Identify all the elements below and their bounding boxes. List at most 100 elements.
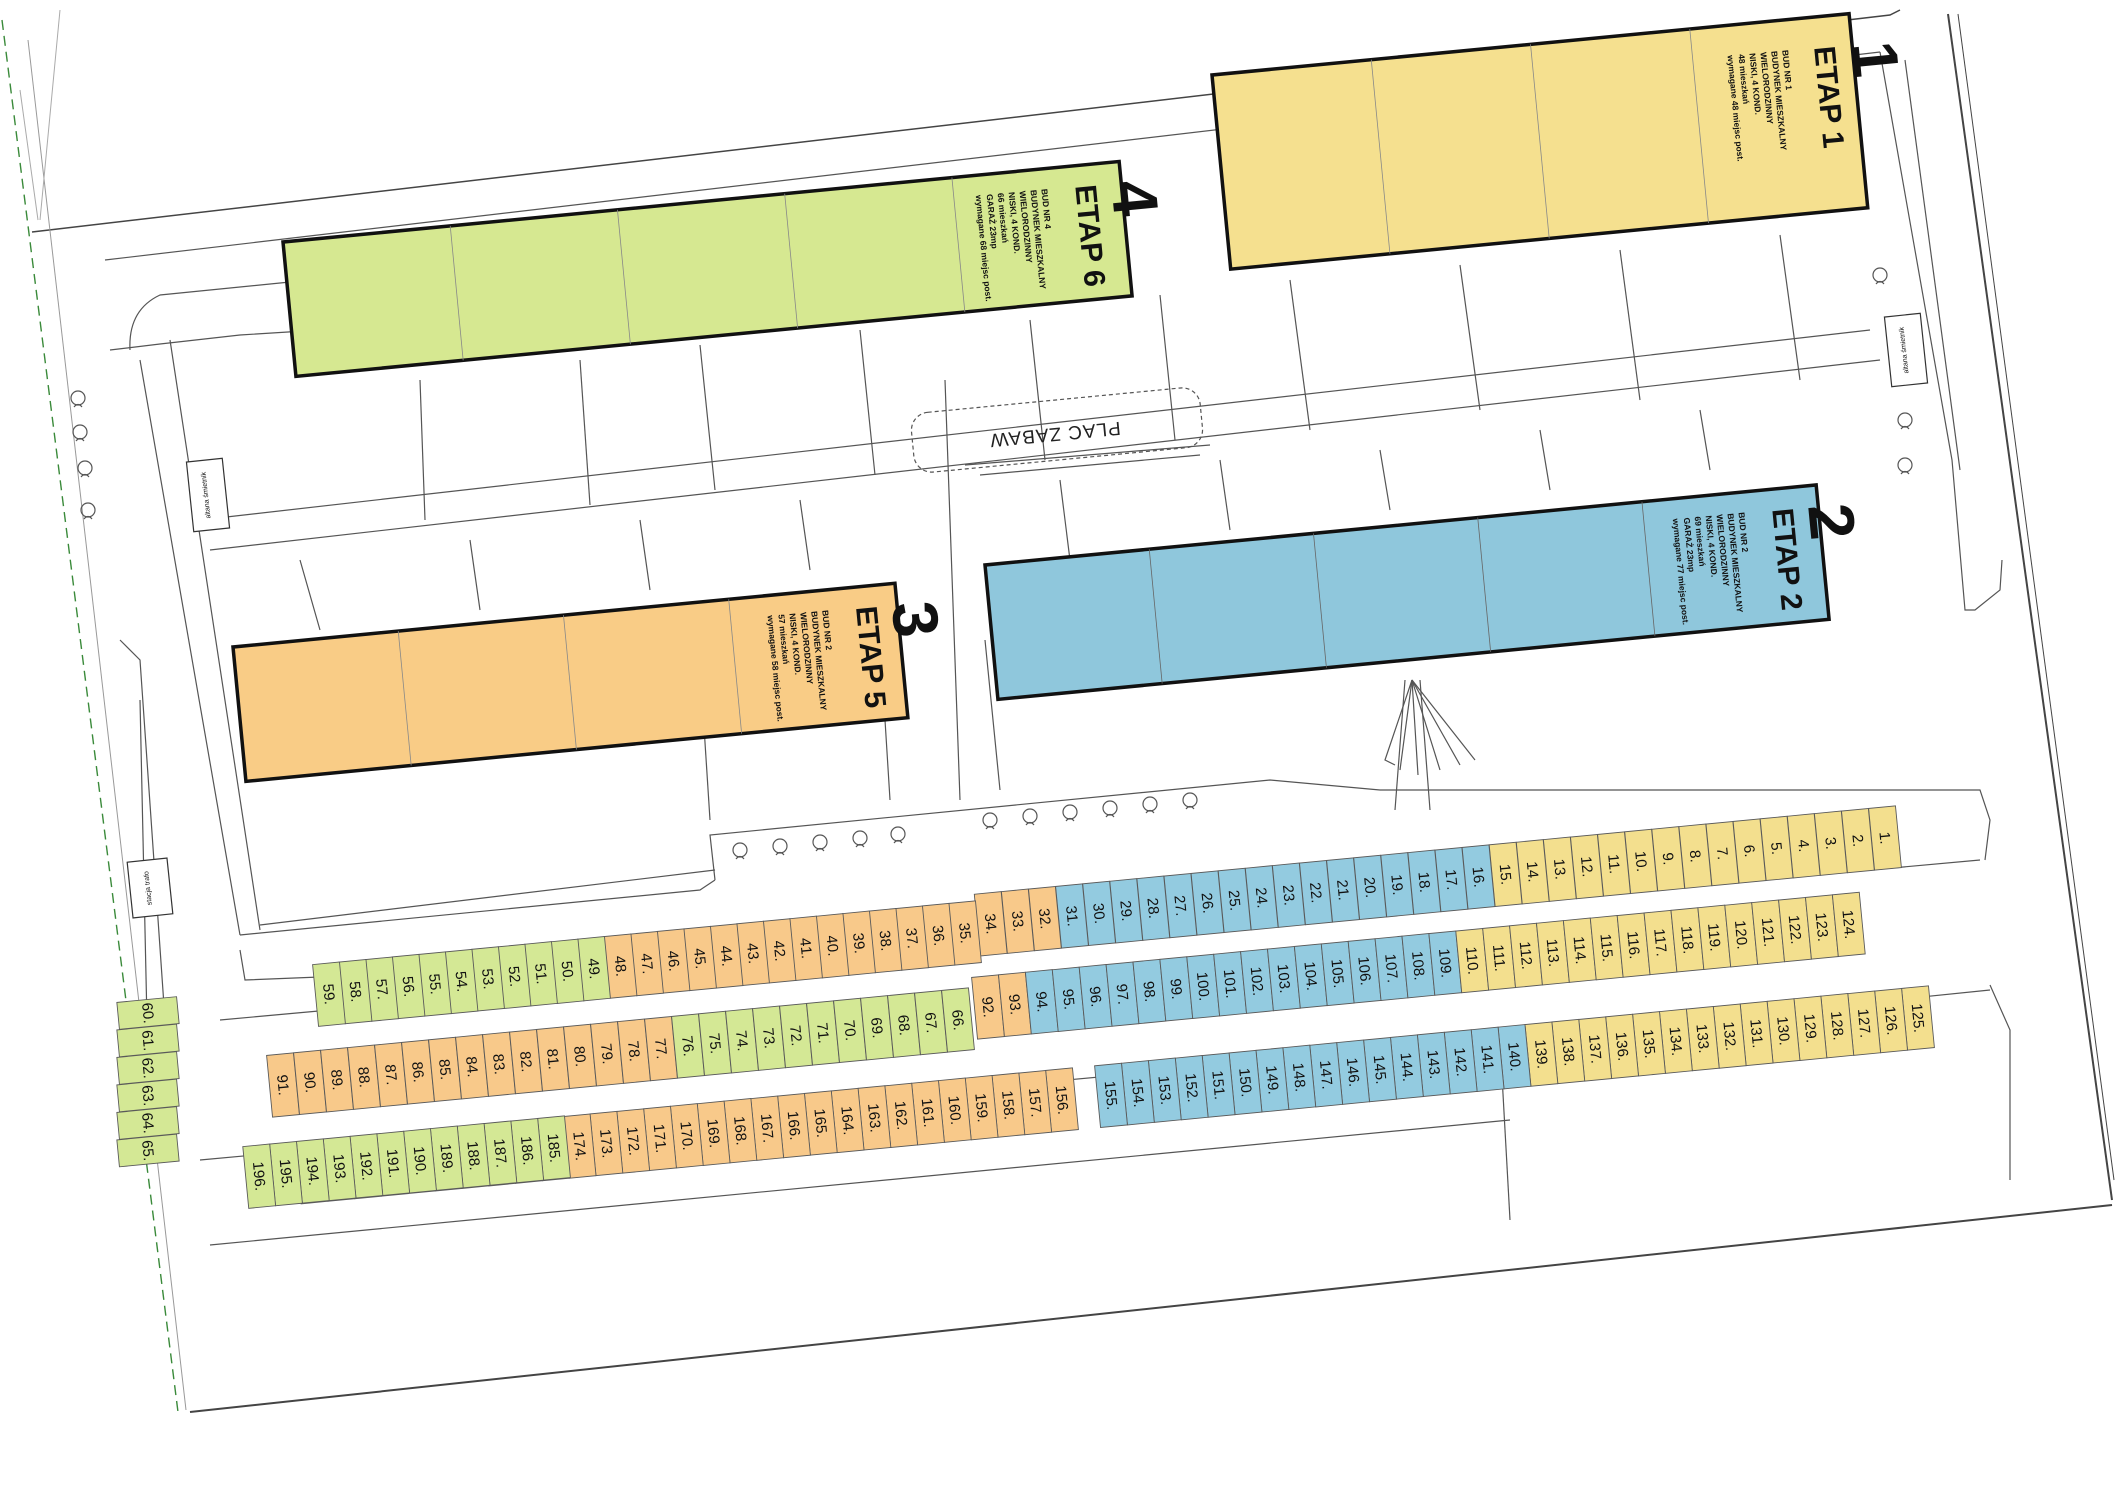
parking-space: 58.	[338, 958, 373, 1025]
parking-space-number: 110.	[1462, 946, 1482, 976]
tree-icon	[70, 390, 86, 408]
parking-space: 167.	[750, 1095, 785, 1161]
parking-space-number: 124.	[1838, 909, 1858, 940]
parking-space: 61.	[116, 1023, 180, 1058]
parking-space: 173.	[589, 1110, 624, 1177]
parking-space-number: 40.	[823, 935, 842, 957]
parking-space-number: 99.	[1166, 978, 1185, 1000]
building-4-footprint	[281, 159, 1134, 379]
parking-space-number: 126.	[1881, 1005, 1901, 1036]
parking-space: 2.	[1840, 807, 1875, 874]
parking-space-number: 90.	[300, 1071, 319, 1093]
parking-space: 94.	[1024, 969, 1059, 1035]
parking-space-number: 73.	[759, 1027, 778, 1049]
parking-space-number: 115.	[1596, 933, 1616, 963]
parking-space: 75.	[698, 1010, 732, 1077]
parking-space-number: 155.	[1101, 1080, 1121, 1111]
parking-space-number: 55.	[425, 973, 444, 995]
parking-space: 78.	[617, 1018, 651, 1084]
parking-space: 168.	[723, 1098, 758, 1164]
parking-space-number: 174.	[569, 1131, 589, 1162]
parking-space-number: 85.	[435, 1058, 454, 1080]
parking-space: 32.	[1027, 885, 1062, 952]
parking-space: 189.	[429, 1125, 464, 1191]
parking-space-number: 165.	[810, 1108, 830, 1139]
parking-space: 12.	[1569, 833, 1604, 900]
building-description-line: BUD NR 1	[1780, 49, 1794, 90]
parking-space: 16.	[1461, 844, 1496, 910]
tree-symbols	[70, 267, 1913, 860]
parking-space-number: 136.	[1612, 1031, 1632, 1062]
parking-space-number: 122.	[1785, 914, 1805, 945]
parking-space-number: 167.	[757, 1113, 777, 1144]
parking-space: 148.	[1282, 1044, 1317, 1110]
parking-space-number: 140.	[1504, 1041, 1524, 1072]
parking-space: 40.	[815, 913, 850, 979]
parking-space-number: 135.	[1639, 1028, 1659, 1059]
parking-space: 74.	[725, 1008, 759, 1074]
parking-space: 185.	[537, 1115, 571, 1181]
parking-space: 118.	[1670, 907, 1705, 973]
parking-space: 191.	[376, 1130, 411, 1197]
parking-space: 92.	[971, 974, 1005, 1040]
site-boundary	[1, 9, 2115, 1413]
parking-space-number: 53.	[478, 968, 497, 990]
parking-space-number: 10.	[1631, 850, 1650, 872]
tree-icon	[982, 812, 998, 830]
parking-space-number: 196.	[249, 1161, 269, 1192]
parking-space-number: 30.	[1089, 902, 1108, 924]
parking-space-number: 157.	[1025, 1087, 1045, 1118]
parking-space-number: 51.	[531, 963, 550, 985]
parking-space: 195.	[269, 1140, 303, 1207]
parking-space: 11.	[1597, 831, 1631, 897]
parking-space-number: 128.	[1827, 1010, 1847, 1041]
parking-space-number: 191.	[383, 1148, 403, 1179]
parking-space-number: 72.	[786, 1024, 805, 1046]
parking-space-number: 8.	[1686, 849, 1704, 863]
tree-icon	[732, 842, 748, 860]
parking-space-number: 15.	[1496, 863, 1515, 885]
building-description-line: 57 mieszkań	[776, 614, 791, 665]
parking-space: 72.	[779, 1002, 813, 1069]
parking-space: 19.	[1380, 852, 1415, 918]
parking-space: 147.	[1309, 1042, 1344, 1108]
parking-space: 101.	[1213, 951, 1248, 1017]
parking-space: 6.	[1732, 818, 1767, 884]
parking-spaces: 1.2.3.4.5.6.7.8.9.10.11.12.13.14.15.16.1…	[116, 805, 1935, 1209]
parking-space-number: 71.	[813, 1022, 832, 1044]
parking-space: 48.	[603, 933, 638, 999]
parking-space-number: 49.	[584, 958, 603, 980]
parking-space: 194.	[295, 1138, 330, 1204]
parking-space: 46.	[656, 928, 691, 994]
parking-space: 76.	[671, 1013, 705, 1079]
parking-space-number: 22.	[1306, 881, 1325, 903]
tree-icon	[852, 830, 868, 848]
parking-space-number: 23.	[1279, 884, 1298, 906]
parking-space-number: 172.	[623, 1126, 643, 1157]
parking-space: 59.	[312, 961, 346, 1027]
parking-space: 7.	[1705, 820, 1740, 887]
parking-space: 63.	[116, 1078, 180, 1113]
parking-space: 88.	[347, 1044, 381, 1110]
parking-space: 41.	[789, 915, 823, 981]
parking-space-number: 96.	[1086, 986, 1105, 1008]
parking-space: 77.	[644, 1015, 678, 1082]
parking-space: 27.	[1163, 872, 1198, 939]
parking-space-number: 151.	[1208, 1070, 1228, 1101]
parking-space-number: 36.	[929, 924, 948, 946]
parking-space: 80.	[563, 1023, 597, 1090]
parking-space-number: 6.	[1740, 844, 1758, 858]
parking-space: 25.	[1217, 867, 1252, 934]
parking-space-number: 39.	[849, 932, 868, 954]
parking-space: 36.	[921, 902, 956, 969]
parking-space-number: 19.	[1387, 874, 1406, 896]
parking-space-number: 3.	[1821, 836, 1839, 850]
parking-space-number: 97.	[1113, 983, 1132, 1005]
parking-space-number: 83.	[489, 1053, 508, 1075]
parking-space-number: 48.	[611, 955, 630, 977]
